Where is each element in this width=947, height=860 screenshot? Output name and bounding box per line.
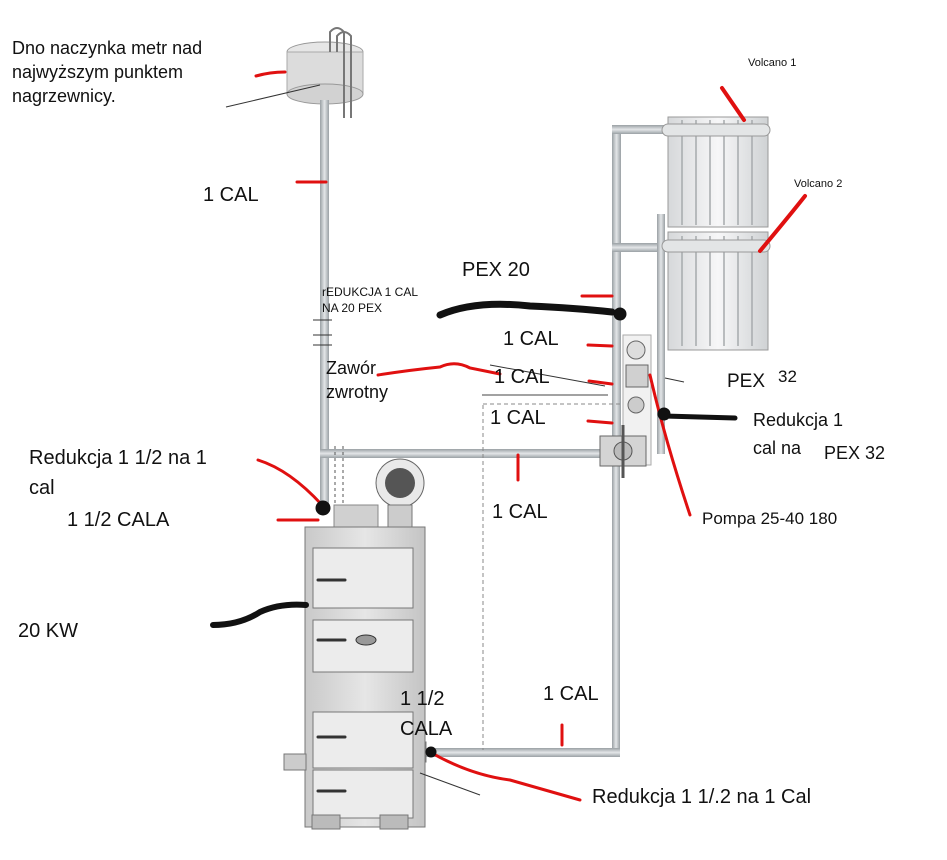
- label-line: Redukcja 1: [753, 410, 844, 430]
- label-line: cal na: [753, 438, 802, 458]
- label-reduction-bottom: Redukcja 1 1/.2 na 1 Cal: [592, 786, 812, 808]
- label-line: NA 20 PEX: [322, 301, 383, 315]
- boiler-20kw: [283, 458, 426, 830]
- label-line: zwrotny: [326, 382, 389, 402]
- label-line: CALA: [400, 718, 453, 740]
- pipe-network: [320, 100, 672, 763]
- label-pex32-number: 32: [778, 367, 797, 386]
- black-annotations: [210, 300, 738, 758]
- note-line: najwyższym punktem: [12, 62, 184, 82]
- expansion-tank: [286, 27, 364, 118]
- label-line: cal: [29, 477, 55, 499]
- label-line: rEDUKCJA 1 CAL: [322, 285, 419, 299]
- radiator-volcano-1: [661, 116, 771, 228]
- label-cal-return: 1 CAL: [543, 683, 599, 705]
- red-annotations: [254, 70, 807, 802]
- label-cal-b: 1 CAL: [494, 366, 550, 388]
- label-cal-a: 1 CAL: [503, 328, 559, 350]
- label-reduction-pex20: rEDUKCJA 1 CAL NA 20 PEX: [322, 284, 418, 316]
- label-check-valve: Zawór zwrotny: [326, 356, 388, 404]
- label-pex20: PEX 20: [462, 259, 530, 281]
- label-line: Redukcja 1 1/2 na 1: [29, 447, 207, 469]
- label-power: 20 KW: [18, 620, 79, 642]
- radiator-volcano-2: [661, 231, 771, 351]
- label-line: 1 1/2: [400, 688, 445, 710]
- label-cala-top: 1 1/2 CALA: [67, 509, 170, 531]
- label-cal-c: 1 CAL: [490, 407, 546, 429]
- label-pump: Pompa 25-40 180: [702, 509, 838, 528]
- leader-lines: [225, 84, 685, 796]
- pump-valve-assembly: [599, 334, 652, 478]
- label-reduction-pex32-tail: PEX 32: [824, 443, 886, 463]
- label-reduction-top: Redukcja 1 1/2 na 1 cal: [29, 443, 207, 503]
- label-line: Zawór: [326, 358, 377, 378]
- label-pex32: PEX: [727, 371, 766, 392]
- note-line: Dno naczynka metr nad: [12, 38, 203, 58]
- label-reduction-pex32: Redukcja 1 cal na: [753, 406, 843, 462]
- note-line: nagrzewnicy.: [12, 86, 116, 106]
- label-volcano-2: Volcano 2: [794, 178, 843, 190]
- label-cala-bottom: 1 1/2 CALA: [400, 684, 452, 744]
- label-cal-riser: 1 CAL: [203, 184, 259, 206]
- expansion-tank-note: Dno naczynka metr nad najwyższym punktem…: [12, 36, 202, 108]
- label-cal-supply: 1 CAL: [492, 501, 548, 523]
- label-volcano-1: Volcano 1: [748, 57, 797, 69]
